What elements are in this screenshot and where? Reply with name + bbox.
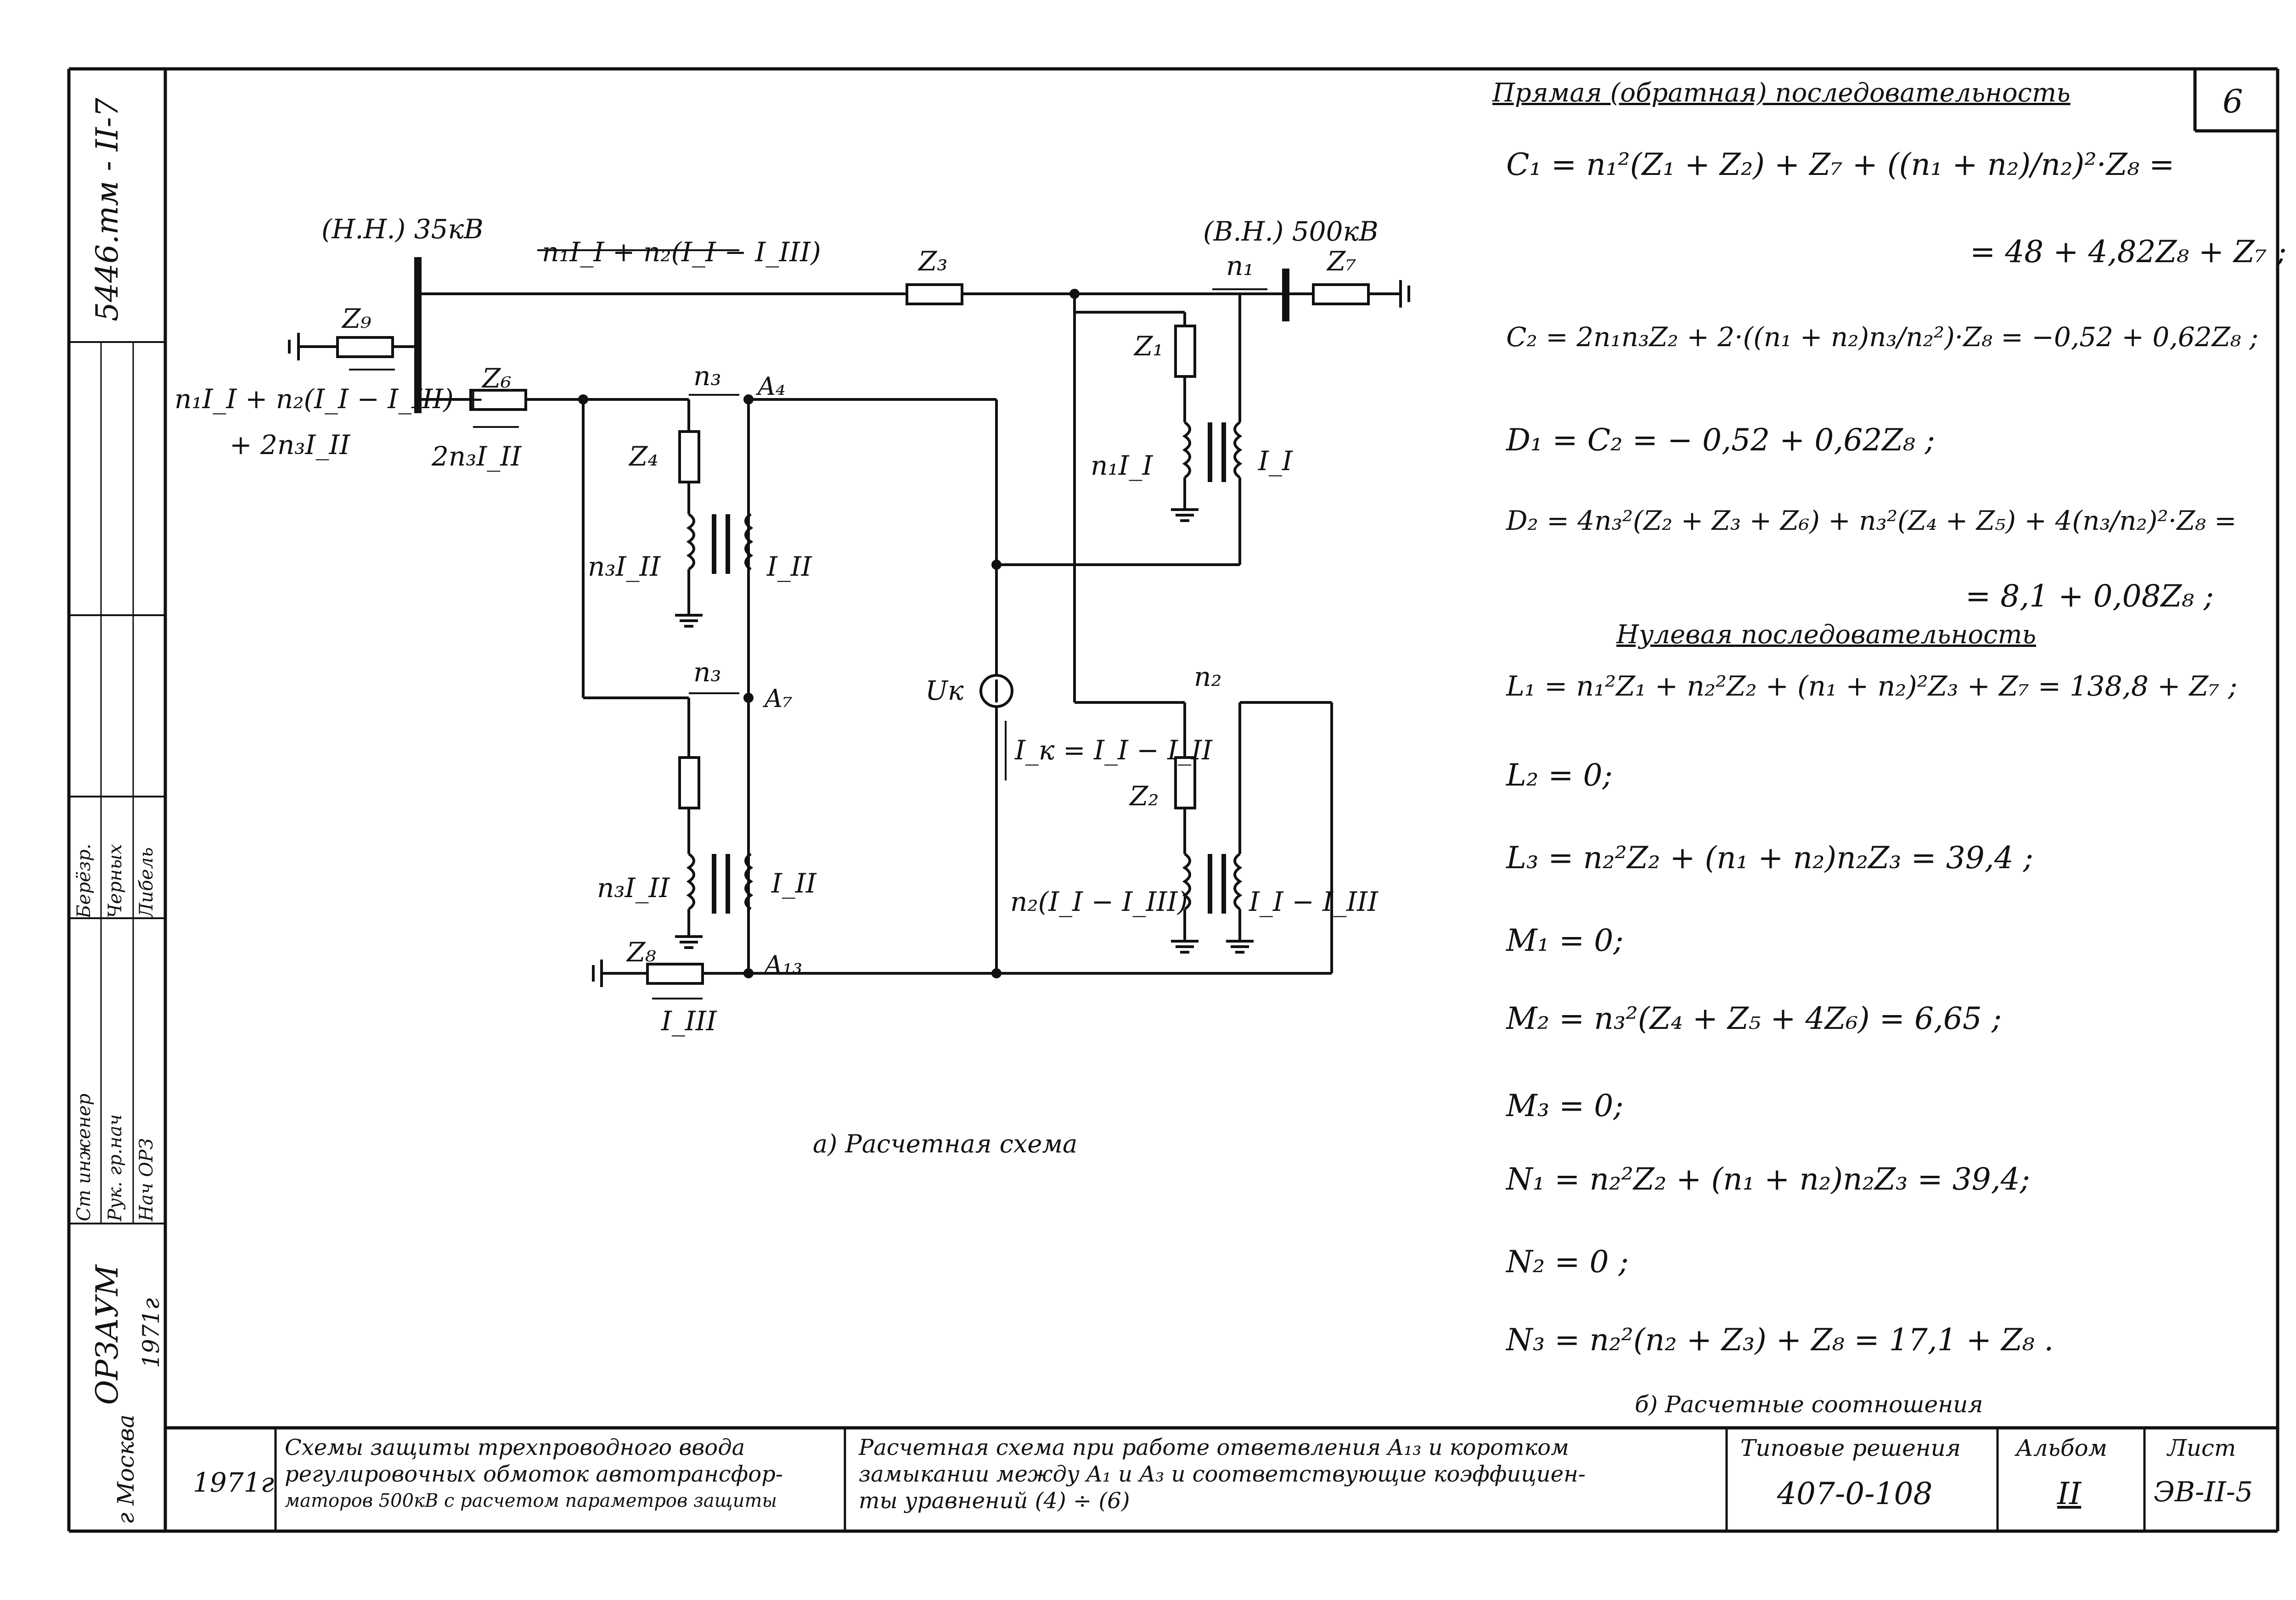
eq-l3: L₃ = n₂²Z₂ + (n₁ + n₂)n₂Z₃ = 39,4 ;	[1506, 840, 2033, 876]
label-uk: Uк	[925, 675, 964, 706]
label-tx5-right: I_II	[771, 868, 816, 899]
header-positive-sequence: Прямая (обратная) последовательность	[1492, 78, 2071, 108]
sheet-title-line-3: ты уравнений (4) ÷ (6)	[859, 1488, 1130, 1514]
label-tx2-right: I_I − I_III	[1249, 886, 1378, 917]
label-z7: Z₇	[1327, 246, 1356, 277]
label-z1: Z₁	[1134, 331, 1164, 362]
project-line-2: регулировочных обмоток автотрансфор-	[285, 1461, 783, 1487]
label-z6: Z₆	[482, 363, 512, 394]
label-z6-current: 2n₃I_II	[432, 441, 522, 472]
label-tx1-left: n₁I_I	[1091, 450, 1153, 481]
label-tx4-left: n₃I_II	[588, 551, 661, 582]
sign-role-3: Нач ОРЗ	[136, 1138, 157, 1221]
year-vertical: 1971г	[138, 1298, 164, 1368]
label-z9: Z₉	[342, 303, 371, 334]
label-n2: n₂	[1194, 661, 1222, 692]
eq-c2: C₂ = 2n₁n₃Z₂ + 2·((n₁ + n₂)n₃/n₂²)·Z₈ = …	[1506, 321, 2259, 353]
label-top-current: n₁I_I + n₂(I_I − I_III)	[542, 236, 821, 268]
sheet-label: Лист	[2167, 1435, 2236, 1461]
eq-m1: M₁ = 0;	[1506, 923, 1624, 958]
sign-name-2: Черных	[105, 844, 126, 918]
label-n3-top: n₃	[693, 360, 721, 392]
diagram-caption: а) Расчетная схема	[813, 1129, 1078, 1158]
project-line-1: Схемы защиты трехпроводного ввода	[285, 1435, 745, 1460]
album-value: II	[2057, 1476, 2082, 1511]
label-a7: A₇	[765, 684, 793, 713]
page-number: 6	[2223, 83, 2243, 120]
eq-c1-result: = 48 + 4,82Z₈ + Z₇ ;	[1970, 234, 2287, 269]
sign-name-3: Либель	[136, 847, 157, 918]
label-tx2-left: n₂(I_I − I_III)	[1010, 886, 1188, 917]
label-n1: n₁	[1226, 250, 1254, 281]
label-ik: I_к = I_I − I_II	[1015, 735, 1213, 766]
sheet-value: ЭВ-II-5	[2154, 1476, 2253, 1508]
sheet-title-line-1: Расчетная схема при работе ответвления A…	[859, 1435, 1569, 1460]
label-bus-hv: (В.Н.) 500кВ	[1203, 216, 1379, 247]
label-bus-lv: (Н.Н.) 35кВ	[321, 213, 484, 245]
eq-d2-result: = 8,1 + 0,08Z₈ ;	[1965, 578, 2214, 614]
label-tx1-right: I_I	[1258, 445, 1293, 477]
eq-n2: N₂ = 0 ;	[1506, 1244, 1629, 1280]
label-left-current-1: n₁I_I + n₂(I_I − I_III) +	[174, 383, 484, 415]
sheet-title-line-2: замыкании между A₁ и A₃ и соответствующи…	[859, 1461, 1586, 1487]
title-block-year: 1971г	[193, 1467, 274, 1498]
label-n3-mid: n₃	[693, 657, 721, 688]
sign-role-2: Рук. гр.нач	[105, 1114, 126, 1221]
label-tx5-left: n₃I_II	[597, 872, 670, 904]
eq-n3: N₃ = n₂²(n₂ + Z₃) + Z₈ = 17,1 + Z₈ .	[1506, 1322, 2054, 1358]
equations-caption: б) Расчетные соотношения	[1635, 1391, 1983, 1418]
eq-c1: C₁ = n₁²(Z₁ + Z₂) + Z₇ + ((n₁ + n₂)/n₂)²…	[1506, 147, 2175, 182]
album-label: Альбом	[2016, 1435, 2107, 1461]
label-z2: Z₂	[1130, 780, 1159, 812]
label-a13: A₁₃	[765, 950, 803, 979]
eq-d2: D₂ = 4n₃²(Z₂ + Z₃ + Z₆) + n₃²(Z₄ + Z₅) +…	[1506, 505, 2237, 536]
label-a4: A₄	[758, 372, 786, 401]
label-z4: Z₄	[629, 441, 658, 472]
eq-d1: D₁ = C₂ = − 0,52 + 0,62Z₈ ;	[1506, 422, 1935, 458]
eq-m3: M₃ = 0;	[1506, 1088, 1624, 1123]
sign-name-1: Берёзр.	[73, 843, 95, 918]
org-vertical: ОРЗАУМ	[90, 1265, 125, 1405]
label-z3: Z₃	[918, 246, 948, 277]
header-zero-sequence: Нулевая последовательность	[1616, 620, 2037, 650]
label-i3: I_III	[661, 1005, 717, 1037]
eq-l1: L₁ = n₁²Z₁ + n₂²Z₂ + (n₁ + n₂)²Z₃ + Z₇ =…	[1506, 670, 2238, 702]
label-z8: Z₈	[627, 937, 656, 968]
series-label: Типовые решения	[1740, 1435, 1961, 1461]
label-left-current-2: + 2n₃I_II	[230, 429, 350, 460]
project-line-3: маторов 500кВ с расчетом параметров защи…	[285, 1490, 777, 1511]
eq-l2: L₂ = 0;	[1506, 758, 1613, 793]
series-value: 407-0-108	[1777, 1476, 1933, 1511]
eq-n1: N₁ = n₂²Z₂ + (n₁ + n₂)n₂Z₃ = 39,4;	[1506, 1162, 2030, 1197]
city-vertical: г Москва	[113, 1414, 139, 1524]
label-tx4-right: I_II	[767, 551, 812, 582]
drawing-code-vertical: 5446.тм - II-7	[90, 98, 125, 321]
eq-m2: M₂ = n₃²(Z₄ + Z₅ + 4Z₆) = 6,65 ;	[1506, 1001, 2002, 1036]
sign-role-1: Ст инженер	[73, 1093, 95, 1221]
